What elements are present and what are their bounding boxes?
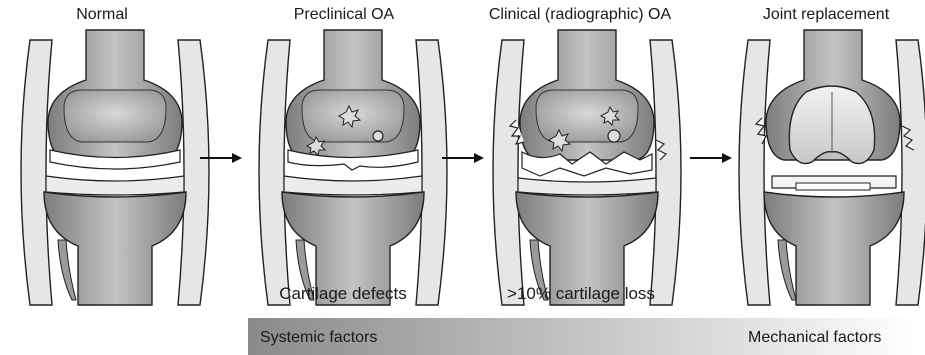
joint-capsule-right xyxy=(896,40,925,305)
tibial-tray xyxy=(796,183,870,190)
knee-normal xyxy=(21,30,209,305)
progression-arrow-3 xyxy=(690,153,732,163)
tibial-cartilage xyxy=(284,176,422,195)
joint-capsule-right xyxy=(416,40,447,305)
knee-clinical xyxy=(493,30,681,305)
joint-capsule-left xyxy=(21,40,52,305)
label-systemic-factors: Systemic factors xyxy=(260,329,377,347)
joint-capsule-left xyxy=(259,40,290,305)
joint-capsule-left xyxy=(739,40,770,305)
joint-capsule-right xyxy=(650,40,681,305)
caption-cartilage-loss: >10% cartilage loss xyxy=(466,284,696,304)
knee-preclinical xyxy=(259,30,447,305)
bone-cyst xyxy=(373,131,383,141)
femoral-condyle xyxy=(536,90,638,142)
progression-arrow-2 xyxy=(442,153,484,163)
bone-cyst xyxy=(608,130,620,142)
joint-capsule-right xyxy=(178,40,209,305)
joint-capsule-left xyxy=(493,40,524,305)
knee-replacement xyxy=(739,30,925,305)
femoral-condyle xyxy=(64,90,166,142)
fibula xyxy=(58,240,76,300)
fibula xyxy=(778,240,796,300)
tibial-cartilage xyxy=(518,178,656,195)
tibial-cartilage xyxy=(46,176,184,195)
caption-cartilage-defects: Cartilage defects xyxy=(228,284,458,304)
label-mechanical-factors: Mechanical factors xyxy=(748,329,881,347)
